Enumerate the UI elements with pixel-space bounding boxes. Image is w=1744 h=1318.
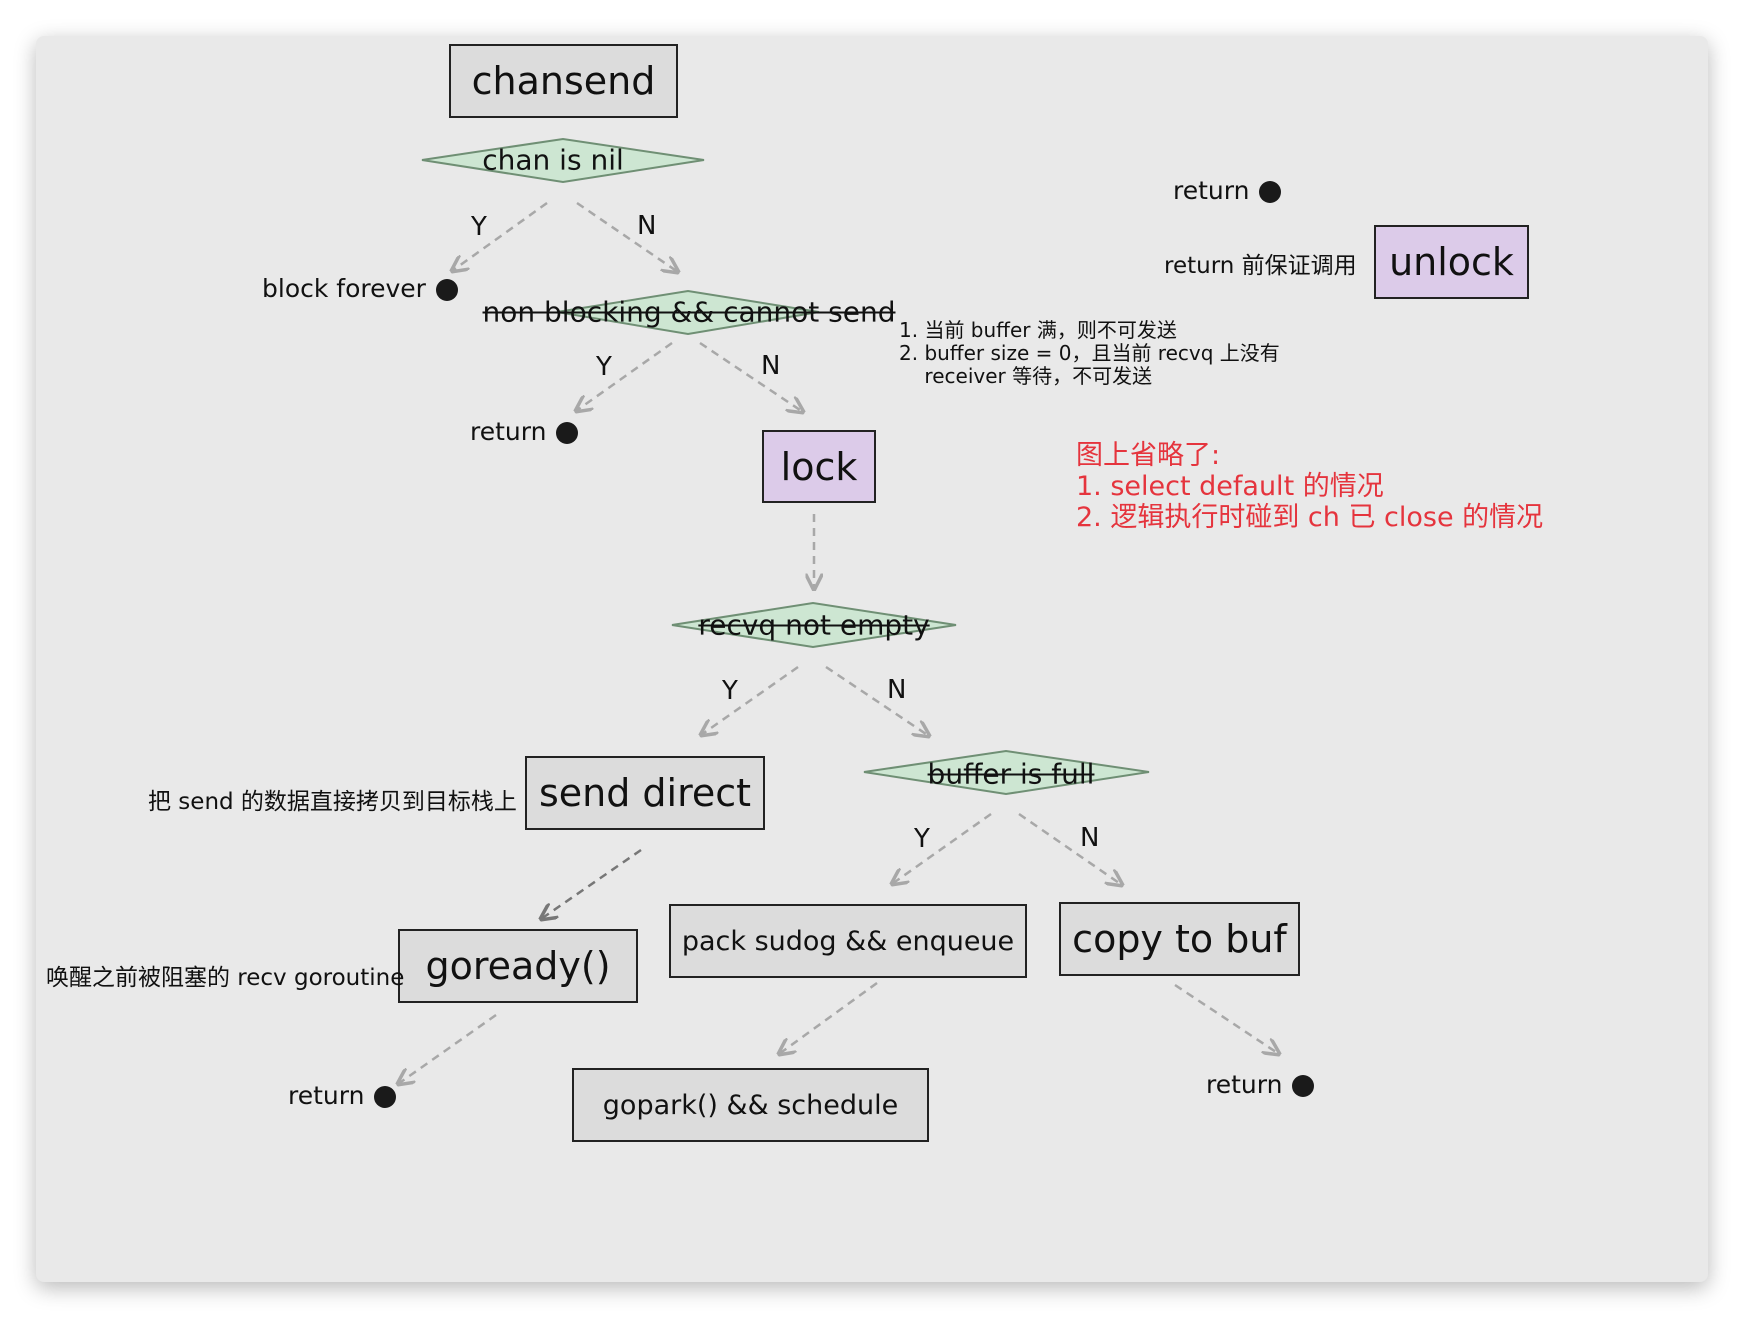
node-lock: lock — [762, 430, 876, 503]
decision-label-buffer-is-full: buffer is full — [927, 757, 1095, 791]
reason-line: 2. buffer size = 0，且当前 recvq 上没有 — [899, 341, 1280, 365]
node-chansend: chansend — [449, 44, 678, 118]
terminal-label: return — [1206, 1070, 1283, 1099]
branch-yes-label: Y — [596, 352, 612, 382]
terminal-label: return — [288, 1081, 365, 1110]
branch-no-label: N — [1080, 823, 1100, 853]
branch-yes-label: Y — [722, 676, 738, 706]
send-direct-note: 把 send 的数据直接拷贝到目标栈上 — [148, 789, 517, 815]
omitted-item: 2. 逻辑执行时碰到 ch 已 close 的情况 — [1076, 502, 1544, 533]
node-send-direct: send direct — [525, 756, 765, 830]
edge-buffull-yes — [892, 812, 992, 884]
decision-label-non-blocking: non blocking && cannot send — [482, 295, 896, 329]
branch-yes-label: Y — [471, 212, 487, 242]
branch-no-label: N — [887, 675, 907, 705]
node-copy-to-buf: copy to buf — [1059, 902, 1300, 976]
terminal-label: return — [470, 417, 547, 446]
edge-nil-yes — [452, 201, 548, 271]
edge-nonblock-no — [699, 341, 803, 412]
diagram-canvas: chansend lock send direct goready() pack… — [36, 36, 1708, 1282]
decision-buffer-is-full — [863, 749, 1150, 796]
decision-chan-is-nil — [421, 137, 705, 184]
decision-non-blocking — [556, 289, 820, 336]
edge-recvq-no — [825, 665, 929, 736]
node-goready: goready() — [398, 929, 638, 1003]
edge-goready-return — [398, 1013, 497, 1084]
goready-note: 唤醒之前被阻塞的 recv goroutine — [46, 965, 405, 991]
terminal-label: block forever — [262, 274, 426, 303]
omitted-item: 1. select default 的情况 — [1076, 471, 1384, 502]
edge-nil-no — [576, 201, 678, 272]
terminal-dot — [1292, 1075, 1315, 1097]
terminal-return-copy: return — [1206, 1070, 1315, 1099]
cannot-send-reasons: 1. 当前 buffer 满，则不可发送 2. buffer size = 0，… — [899, 319, 1280, 388]
decision-label-chan-is-nil: chan is nil — [482, 143, 624, 177]
branch-yes-label: Y — [914, 824, 930, 854]
terminal-return-top: return — [1173, 176, 1282, 205]
node-unlock: unlock — [1374, 225, 1529, 299]
terminal-return-nonblock: return — [470, 417, 579, 446]
decision-recvq-not-empty — [671, 601, 957, 649]
edge-send-goready — [541, 848, 642, 919]
branch-no-label: N — [761, 351, 781, 381]
edge-buffull-no — [1018, 812, 1122, 885]
terminal-return-goready: return — [288, 1081, 397, 1110]
terminal-dot — [435, 279, 458, 301]
edge-copy-return — [1174, 983, 1279, 1054]
reason-line: receiver 等待，不可发送 — [899, 364, 1153, 388]
node-pack-sudog: pack sudog && enqueue — [669, 904, 1027, 978]
terminal-dot — [374, 1086, 397, 1108]
edges-layer — [36, 137, 1708, 1282]
edge-pack-gopark — [779, 981, 878, 1054]
unlock-note: return 前保证调用 — [1164, 253, 1357, 279]
omitted-title: 图上省略了: — [1076, 440, 1221, 471]
terminal-label: return — [1173, 176, 1250, 205]
terminal-block-forever: block forever — [262, 274, 458, 303]
branch-no-label: N — [637, 211, 657, 241]
reason-line: 1. 当前 buffer 满，则不可发送 — [899, 318, 1177, 342]
terminal-dot — [1259, 181, 1282, 203]
node-gopark: gopark() && schedule — [572, 1068, 929, 1142]
decision-label-recvq-not-empty: recvq not empty — [698, 608, 930, 642]
terminal-dot — [556, 422, 579, 444]
edge-recvq-yes — [701, 665, 799, 735]
edge-nonblock-yes — [576, 341, 673, 411]
omitted-note: 图上省略了: 1. select default 的情况 2. 逻辑执行时碰到 … — [1076, 440, 1543, 533]
